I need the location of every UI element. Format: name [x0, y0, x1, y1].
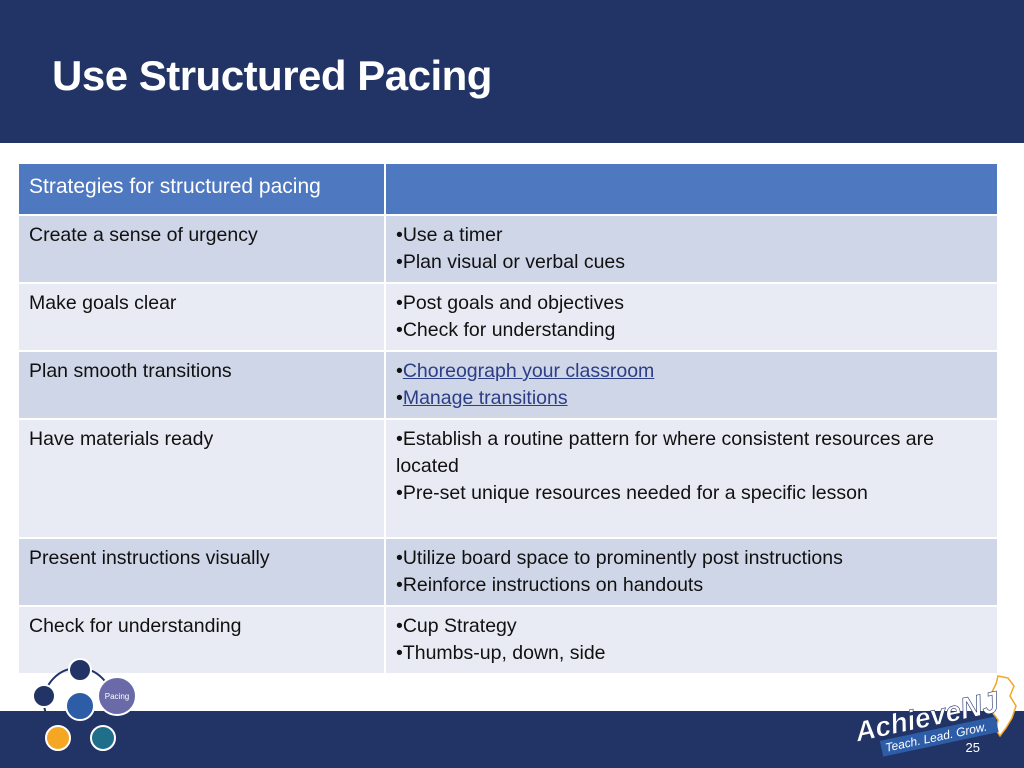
table-header-details — [384, 162, 999, 216]
bullet-item: •Thumbs-up, down, side — [396, 642, 606, 664]
cycle-active-label: Pacing — [105, 692, 129, 701]
footer-bar — [0, 711, 1024, 768]
cycle-graphic: Pacing — [32, 658, 137, 751]
cycle-node-left — [32, 684, 56, 708]
strategy-cell: Check for understanding — [17, 605, 386, 675]
table-row: Make goals clear •Post goals and objecti… — [17, 282, 999, 352]
table-row: Have materials ready •Establish a routin… — [17, 418, 999, 539]
bullet-item: •Use a timer — [396, 224, 503, 246]
bullet-mark: • — [396, 387, 403, 409]
details-cell: •Choreograph your classroom •Manage tran… — [384, 350, 999, 420]
strategy-cell: Make goals clear — [17, 282, 386, 352]
cycle-node-center — [65, 691, 95, 721]
bullet-item: •Plan visual or verbal cues — [396, 251, 626, 273]
bullet-item: •Post goals and objectives — [396, 292, 624, 314]
achievenj-logo: AchieveNJ Teach. Lead. Grow. — [851, 675, 1017, 757]
cycle-node-orange — [45, 725, 71, 751]
pacing-strategies-table: Strategies for structured pacing Create … — [17, 162, 999, 675]
details-cell: •Establish a routine pattern for where c… — [384, 418, 999, 539]
bullet-item: •Check for understanding — [396, 319, 616, 341]
bullet-item: •Reinforce instructions on handouts — [396, 574, 704, 596]
bullet-item: •Cup Strategy — [396, 615, 517, 637]
choreograph-classroom-link[interactable]: Choreograph your classroom — [402, 360, 655, 382]
bullet-item: •Utilize board space to prominently post… — [396, 547, 843, 569]
strategy-cell: Have materials ready — [17, 418, 386, 539]
table-row: Create a sense of urgency •Use a timer •… — [17, 214, 999, 284]
bullet-mark: • — [396, 360, 403, 382]
bullet-item: •Choreograph your classroom — [396, 358, 987, 385]
logo-wordmark: AchieveNJ Teach. Lead. Grow. — [851, 685, 1003, 757]
manage-transitions-link[interactable]: Manage transitions — [402, 387, 568, 409]
table-header-strategy: Strategies for structured pacing — [17, 162, 386, 216]
bullet-item: •Pre-set unique resources needed for a s… — [396, 482, 868, 504]
title-bar — [0, 0, 1024, 143]
details-cell: •Post goals and objectives •Check for un… — [384, 282, 999, 352]
table-row: Check for understanding •Cup Strategy •T… — [17, 605, 999, 675]
bullet-item: •Establish a routine pattern for where c… — [396, 428, 934, 477]
cycle-node-teal — [90, 725, 116, 751]
details-cell: •Cup Strategy •Thumbs-up, down, side — [384, 605, 999, 675]
strategy-cell: Present instructions visually — [17, 537, 386, 607]
details-cell: •Utilize board space to prominently post… — [384, 537, 999, 607]
table-header-row: Strategies for structured pacing — [17, 162, 999, 216]
table-row: Plan smooth transitions •Choreograph you… — [17, 350, 999, 420]
details-cell: •Use a timer •Plan visual or verbal cues — [384, 214, 999, 284]
tagline-band — [879, 716, 999, 757]
cycle-node-pacing — [97, 676, 137, 716]
page-number: 25 — [965, 740, 980, 755]
new-jersey-shape-icon — [991, 675, 1017, 738]
strategy-cell: Plan smooth transitions — [17, 350, 386, 420]
bullet-item: •Manage transitions — [396, 385, 987, 412]
strategy-cell: Create a sense of urgency — [17, 214, 386, 284]
table-row: Present instructions visually •Utilize b… — [17, 537, 999, 607]
cycle-node-top — [68, 658, 92, 682]
slide-title: Use Structured Pacing — [52, 52, 492, 99]
